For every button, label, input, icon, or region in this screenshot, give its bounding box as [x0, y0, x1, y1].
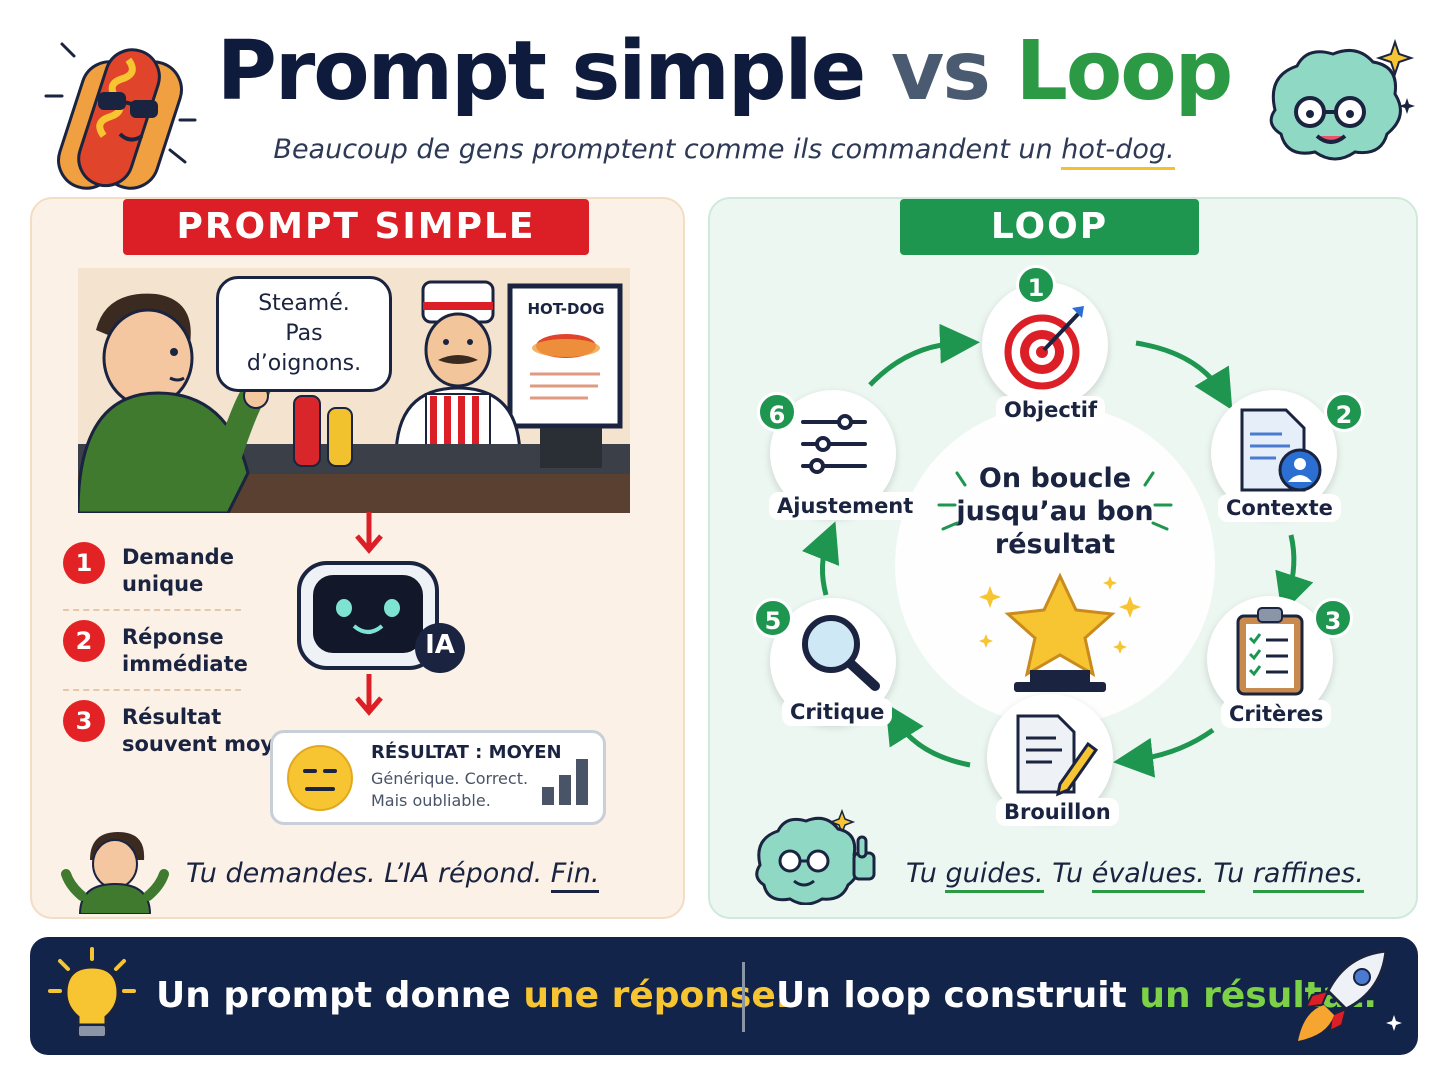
footer-right-text: Un loop construit un résultat.	[776, 975, 1378, 1016]
node-number-6: 6	[757, 392, 797, 432]
result-description: Générique. Correct.Mais oubliable.	[371, 769, 529, 810]
napkin-box-icon	[540, 428, 602, 468]
hotdog-menu-board	[507, 283, 623, 429]
magnifier-icon	[802, 615, 880, 691]
bar-chart-icon	[542, 759, 588, 805]
sliders-icon	[801, 414, 867, 474]
target-icon	[1004, 306, 1084, 390]
prompt-simple-ribbon: PROMPT SIMPLE	[123, 199, 589, 255]
subtitle-main: Beaucoup de gens promptent comme ils com…	[273, 134, 1053, 165]
node-number-3: 3	[1313, 598, 1353, 638]
subtitle-highlight: hot-dog.	[1061, 134, 1175, 170]
node-number-1: 1	[1016, 265, 1056, 305]
brain-thumbs-up-icon	[755, 808, 876, 905]
page-title: Prompt simple vs Loop	[0, 24, 1448, 119]
mustard-bottle-icon	[327, 407, 353, 467]
step-divider	[63, 609, 241, 611]
loop-arrows	[802, 323, 1314, 778]
title-vs: vs	[890, 24, 991, 119]
menu-board-label: HOT-DOG	[527, 300, 605, 318]
sparkle-lines-icon	[937, 471, 1173, 531]
ketchup-bottle-icon	[293, 395, 321, 467]
document-user-icon	[1240, 408, 1322, 492]
rocket-icon	[1298, 949, 1402, 1041]
step-badge-3: 3	[63, 700, 105, 742]
clipboard-checklist-icon	[1236, 607, 1304, 696]
step-divider	[63, 689, 241, 691]
shrugging-person-icon	[61, 832, 169, 914]
node-number-2: 2	[1324, 392, 1364, 432]
star-trophy-icon	[979, 572, 1141, 692]
footer-banner	[30, 937, 1418, 1055]
speech-bubble: Steamé. Pas d’oignons.	[216, 276, 392, 392]
arrow-down-icon	[355, 512, 383, 554]
node-label-ajustement: Ajustement	[769, 492, 922, 520]
title-loop: Loop	[1015, 24, 1234, 119]
ai-robot-icon	[297, 561, 465, 673]
result-title: RÉSULTAT : MOYEN	[371, 742, 562, 763]
lightbulb-icon	[48, 947, 136, 1038]
node-number-5: 5	[753, 598, 793, 638]
draft-pencil-icon	[1016, 714, 1098, 797]
ai-badge: IA	[425, 630, 455, 660]
neutral-face-icon	[287, 745, 353, 811]
left-caption: Tu demandes. L’IA répond. Fin.	[186, 858, 600, 893]
node-label-objectif: Objectif	[996, 396, 1106, 424]
footer-divider	[742, 962, 745, 1032]
bubble-line-2: Pas d’oignons.	[246, 321, 362, 376]
node-label-brouillon: Brouillon	[996, 798, 1119, 826]
step-badge-1: 1	[63, 542, 105, 584]
step-badge-2: 2	[63, 620, 105, 662]
loop-center-text: On boucle jusqu’au bon résultat	[956, 463, 1154, 560]
bubble-line-1: Steamé.	[258, 291, 350, 316]
title-prompt-simple: Prompt simple	[216, 24, 867, 119]
subtitle: Beaucoup de gens promptent comme ils com…	[0, 134, 1448, 170]
right-caption: Tu guides. Tu évalues. Tu raffines.	[906, 858, 1364, 893]
node-label-critique: Critique	[782, 698, 893, 726]
node-label-contexte: Contexte	[1218, 494, 1341, 522]
vendor-illustration	[394, 280, 522, 465]
arrow-down-icon	[355, 674, 383, 716]
hotdog-mascot-icon	[44, 42, 197, 190]
node-label-criteres: Critères	[1221, 700, 1332, 728]
loop-ribbon: LOOP	[900, 199, 1199, 255]
brain-mascot-icon	[1269, 38, 1415, 161]
footer-left-text: Un prompt donne une réponse.	[156, 975, 790, 1016]
